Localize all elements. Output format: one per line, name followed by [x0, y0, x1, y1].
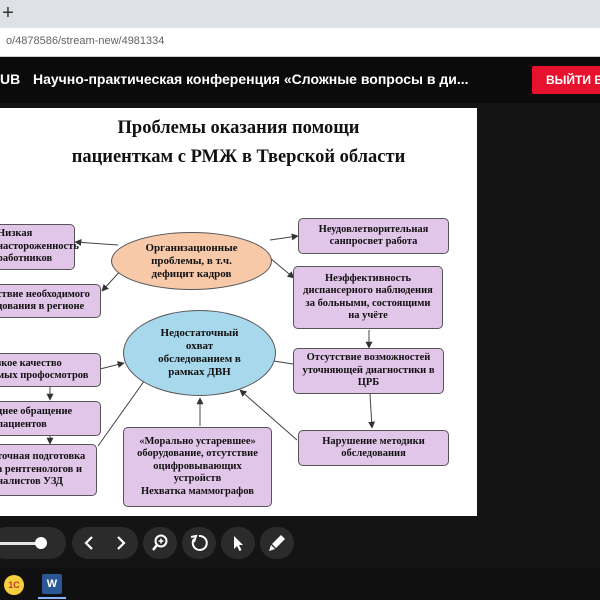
cursor-icon[interactable]	[228, 533, 248, 557]
exit-to-hall-button[interactable]: ВЫЙТИ В ЗАЛ	[532, 66, 600, 94]
box-ineffective-monitoring: Неэффективность диспансерного наблюдения…	[293, 266, 443, 329]
ellipse-organizational-problems: Организационные проблемы, в т.ч. дефицит…	[111, 232, 272, 290]
slide-title: Проблемы оказания помощи пациенткам с РМ…	[0, 114, 477, 172]
address-bar[interactable]: o/4878586/stream-new/4981334	[0, 28, 600, 57]
arrow-to-left-1	[74, 238, 119, 246]
url-text[interactable]: o/4878586/stream-new/4981334	[6, 35, 165, 47]
box-methodology-violation: Нарушение методики обследования	[298, 430, 449, 466]
box-low-quality-checkups: зкое качество мых профосмотров	[0, 353, 101, 387]
brand-logo[interactable]: UB	[0, 71, 21, 87]
box-lack-of-equipment: ствие необходимого дования в регионе	[0, 284, 101, 318]
box-insufficient-training: точная подготовка а рентгенологов и нали…	[0, 444, 97, 496]
box-health-education: Неудовлетворительная санпросвет работа	[298, 218, 449, 254]
arrow-left3-to-center	[99, 361, 125, 370]
active-app-indicator	[38, 597, 66, 599]
new-tab-button[interactable]: +	[2, 2, 14, 24]
arrow-left5-to-center	[97, 369, 153, 447]
chevron-left-icon[interactable]	[80, 533, 100, 557]
1c-app-icon[interactable]: 1С	[4, 575, 24, 595]
box-late-visits: днее обращение пациентов	[0, 401, 101, 436]
pen-icon[interactable]	[267, 533, 287, 557]
ellipse-insufficient-coverage: Недостаточный охват обследованием в рамк…	[123, 310, 276, 396]
site-header: UB Научно-практическая конференция «Слож…	[0, 57, 600, 103]
arrow-right4-to-center	[239, 389, 298, 441]
word-app-icon[interactable]: W	[42, 574, 62, 594]
conference-title: Научно-практическая конференция «Сложные…	[33, 71, 469, 87]
presentation-slide: Проблемы оказания помощи пациенткам с РМ…	[0, 108, 477, 516]
navigation-pill	[72, 527, 138, 559]
arrow-to-right-1	[269, 233, 299, 241]
volume-slider-knob[interactable]	[35, 537, 47, 549]
rotate-pill	[182, 527, 216, 559]
zoom-icon[interactable]	[150, 533, 170, 557]
rotate-icon[interactable]	[189, 533, 209, 557]
arrow-right-3-to-4	[368, 393, 376, 429]
slide-title-line-2: пациенткам с РМЖ в Тверской области	[71, 147, 406, 167]
box-no-diagnostics: Отсутствие возможностей уточняющей диагн…	[293, 348, 444, 394]
arrow-to-right-2	[269, 257, 295, 279]
box-outdated-equipment: «Морально устаревшее» оборудование, отсу…	[123, 427, 272, 507]
browser-tab-bar: +	[0, 0, 600, 28]
os-taskbar	[0, 568, 600, 600]
volume-slider-track[interactable]	[0, 542, 41, 545]
box-low-alertness: Низкая настороженность работников	[0, 224, 79, 270]
zoom-pill	[143, 527, 177, 559]
slide-title-line-1: Проблемы оказания помощи	[117, 118, 360, 138]
chevron-right-icon[interactable]	[110, 533, 130, 557]
